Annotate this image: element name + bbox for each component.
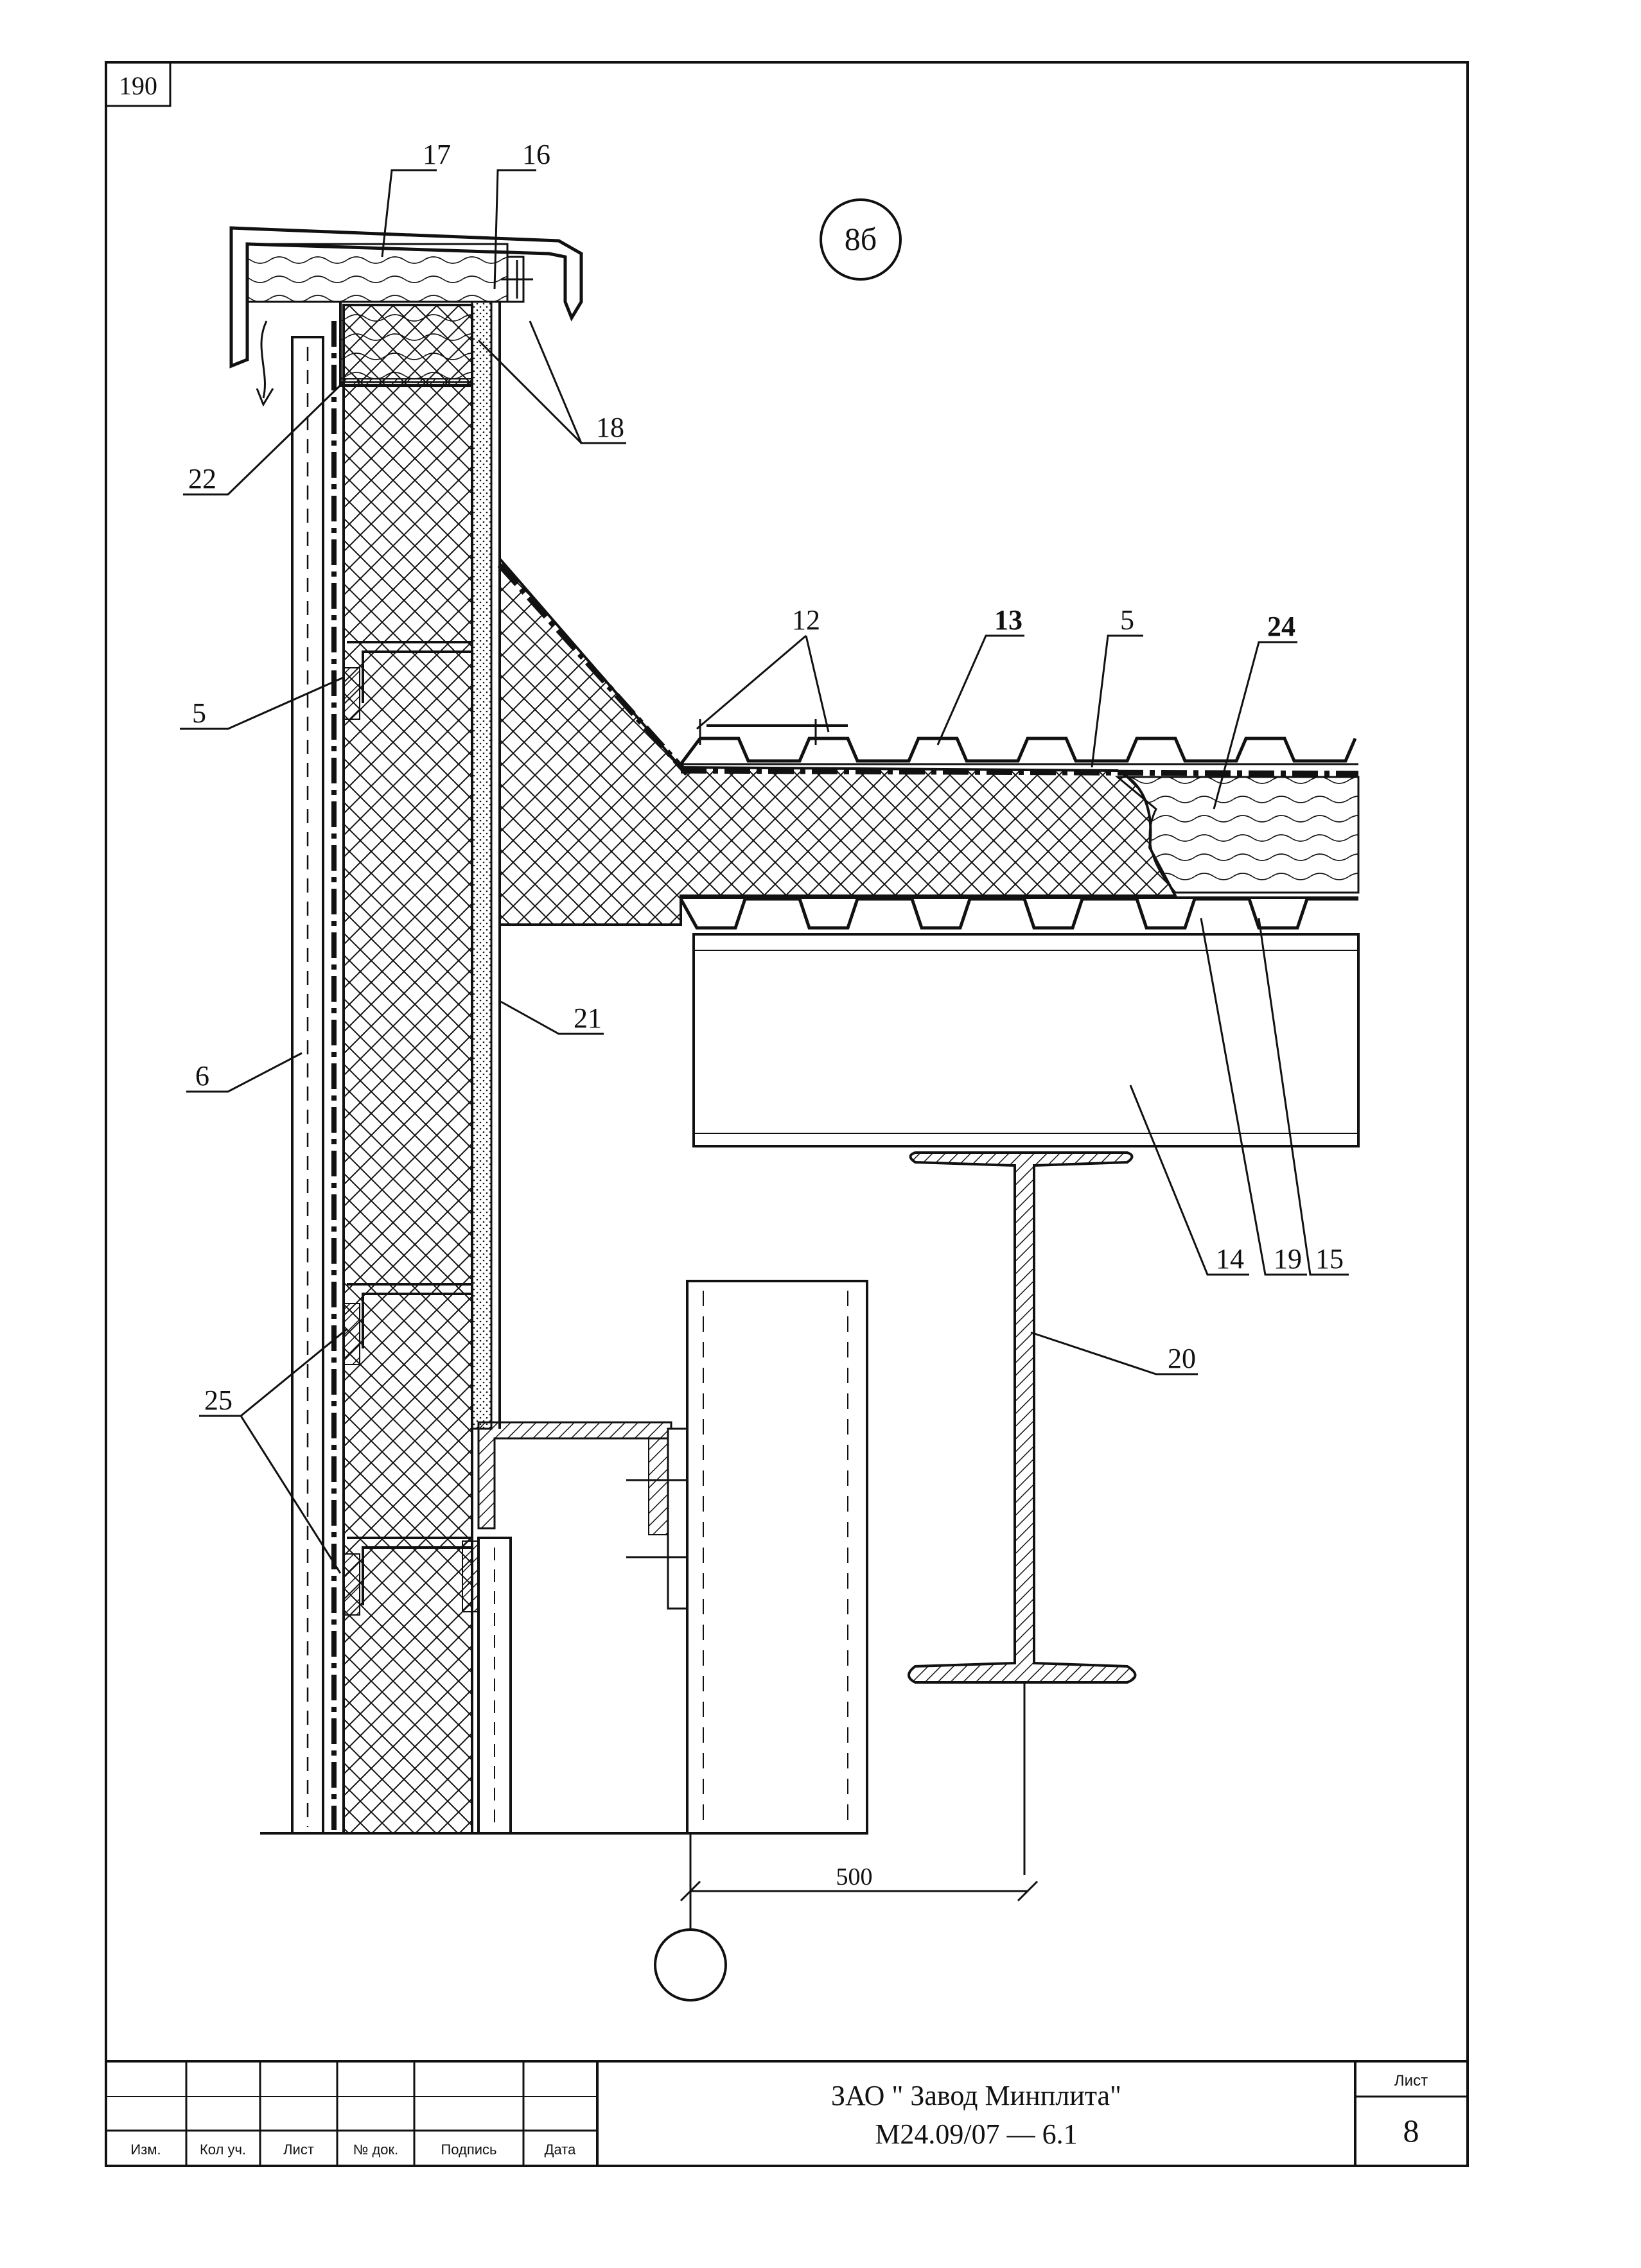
callout-24: 24 bbox=[1267, 611, 1295, 642]
company-name: ЗАО " Завод Минплита" bbox=[831, 2080, 1121, 2111]
title-col-doc-no: № док. bbox=[353, 2142, 399, 2158]
callout-22: 22 bbox=[188, 463, 216, 494]
title-col-list: Лист bbox=[283, 2142, 314, 2158]
concrete-column bbox=[686, 1280, 868, 1835]
timber-nailer bbox=[1114, 776, 1360, 894]
lower-deck bbox=[679, 897, 1358, 930]
title-col-izm: Изм. bbox=[130, 2142, 161, 2158]
dimension-value: 500 bbox=[836, 1863, 873, 1890]
callout-19: 19 bbox=[1274, 1243, 1302, 1275]
parapet-cap bbox=[229, 226, 583, 407]
title-block bbox=[106, 2060, 1468, 2166]
callout-15: 15 bbox=[1315, 1243, 1344, 1275]
wall-rails bbox=[343, 641, 479, 1616]
callout-5-roof: 5 bbox=[1120, 604, 1134, 636]
callout-17: 17 bbox=[423, 139, 451, 170]
upper-deck bbox=[680, 737, 1357, 765]
lower-wall-panel bbox=[477, 1537, 512, 1835]
sheet-label: Лист bbox=[1394, 2072, 1428, 2089]
title-col-kol-uch: Кол уч. bbox=[200, 2142, 246, 2158]
title-col-signature: Подпись bbox=[441, 2142, 496, 2158]
callout-16: 16 bbox=[522, 139, 550, 170]
callout-leaders bbox=[180, 169, 1349, 1574]
title-col-date: Дата bbox=[545, 2142, 576, 2158]
roof-beam bbox=[692, 933, 1360, 1147]
sheet-frame bbox=[105, 61, 1469, 2167]
dimension-line bbox=[654, 1833, 1039, 2002]
callout-18: 18 bbox=[596, 412, 624, 443]
callout-20: 20 bbox=[1168, 1343, 1196, 1374]
sheet-corner-number: 190 bbox=[119, 71, 157, 100]
callout-5-wall: 5 bbox=[192, 697, 206, 729]
callout-14: 14 bbox=[1216, 1243, 1244, 1275]
steel-column bbox=[908, 1151, 1137, 1875]
detail-marker bbox=[820, 198, 902, 281]
callout-21: 21 bbox=[574, 1002, 602, 1034]
callout-6: 6 bbox=[195, 1060, 209, 1092]
detail-marker-label: 8б bbox=[845, 221, 877, 257]
callout-13: 13 bbox=[994, 604, 1022, 636]
callout-12: 12 bbox=[792, 604, 820, 636]
inner-lining bbox=[471, 301, 493, 1430]
callout-25: 25 bbox=[204, 1384, 233, 1416]
document-code: М24.09/07 — 6.1 bbox=[875, 2118, 1077, 2150]
roof-insulation bbox=[497, 555, 1178, 926]
sheet-number: 8 bbox=[1403, 2113, 1419, 2149]
outer-cladding bbox=[291, 336, 324, 1835]
